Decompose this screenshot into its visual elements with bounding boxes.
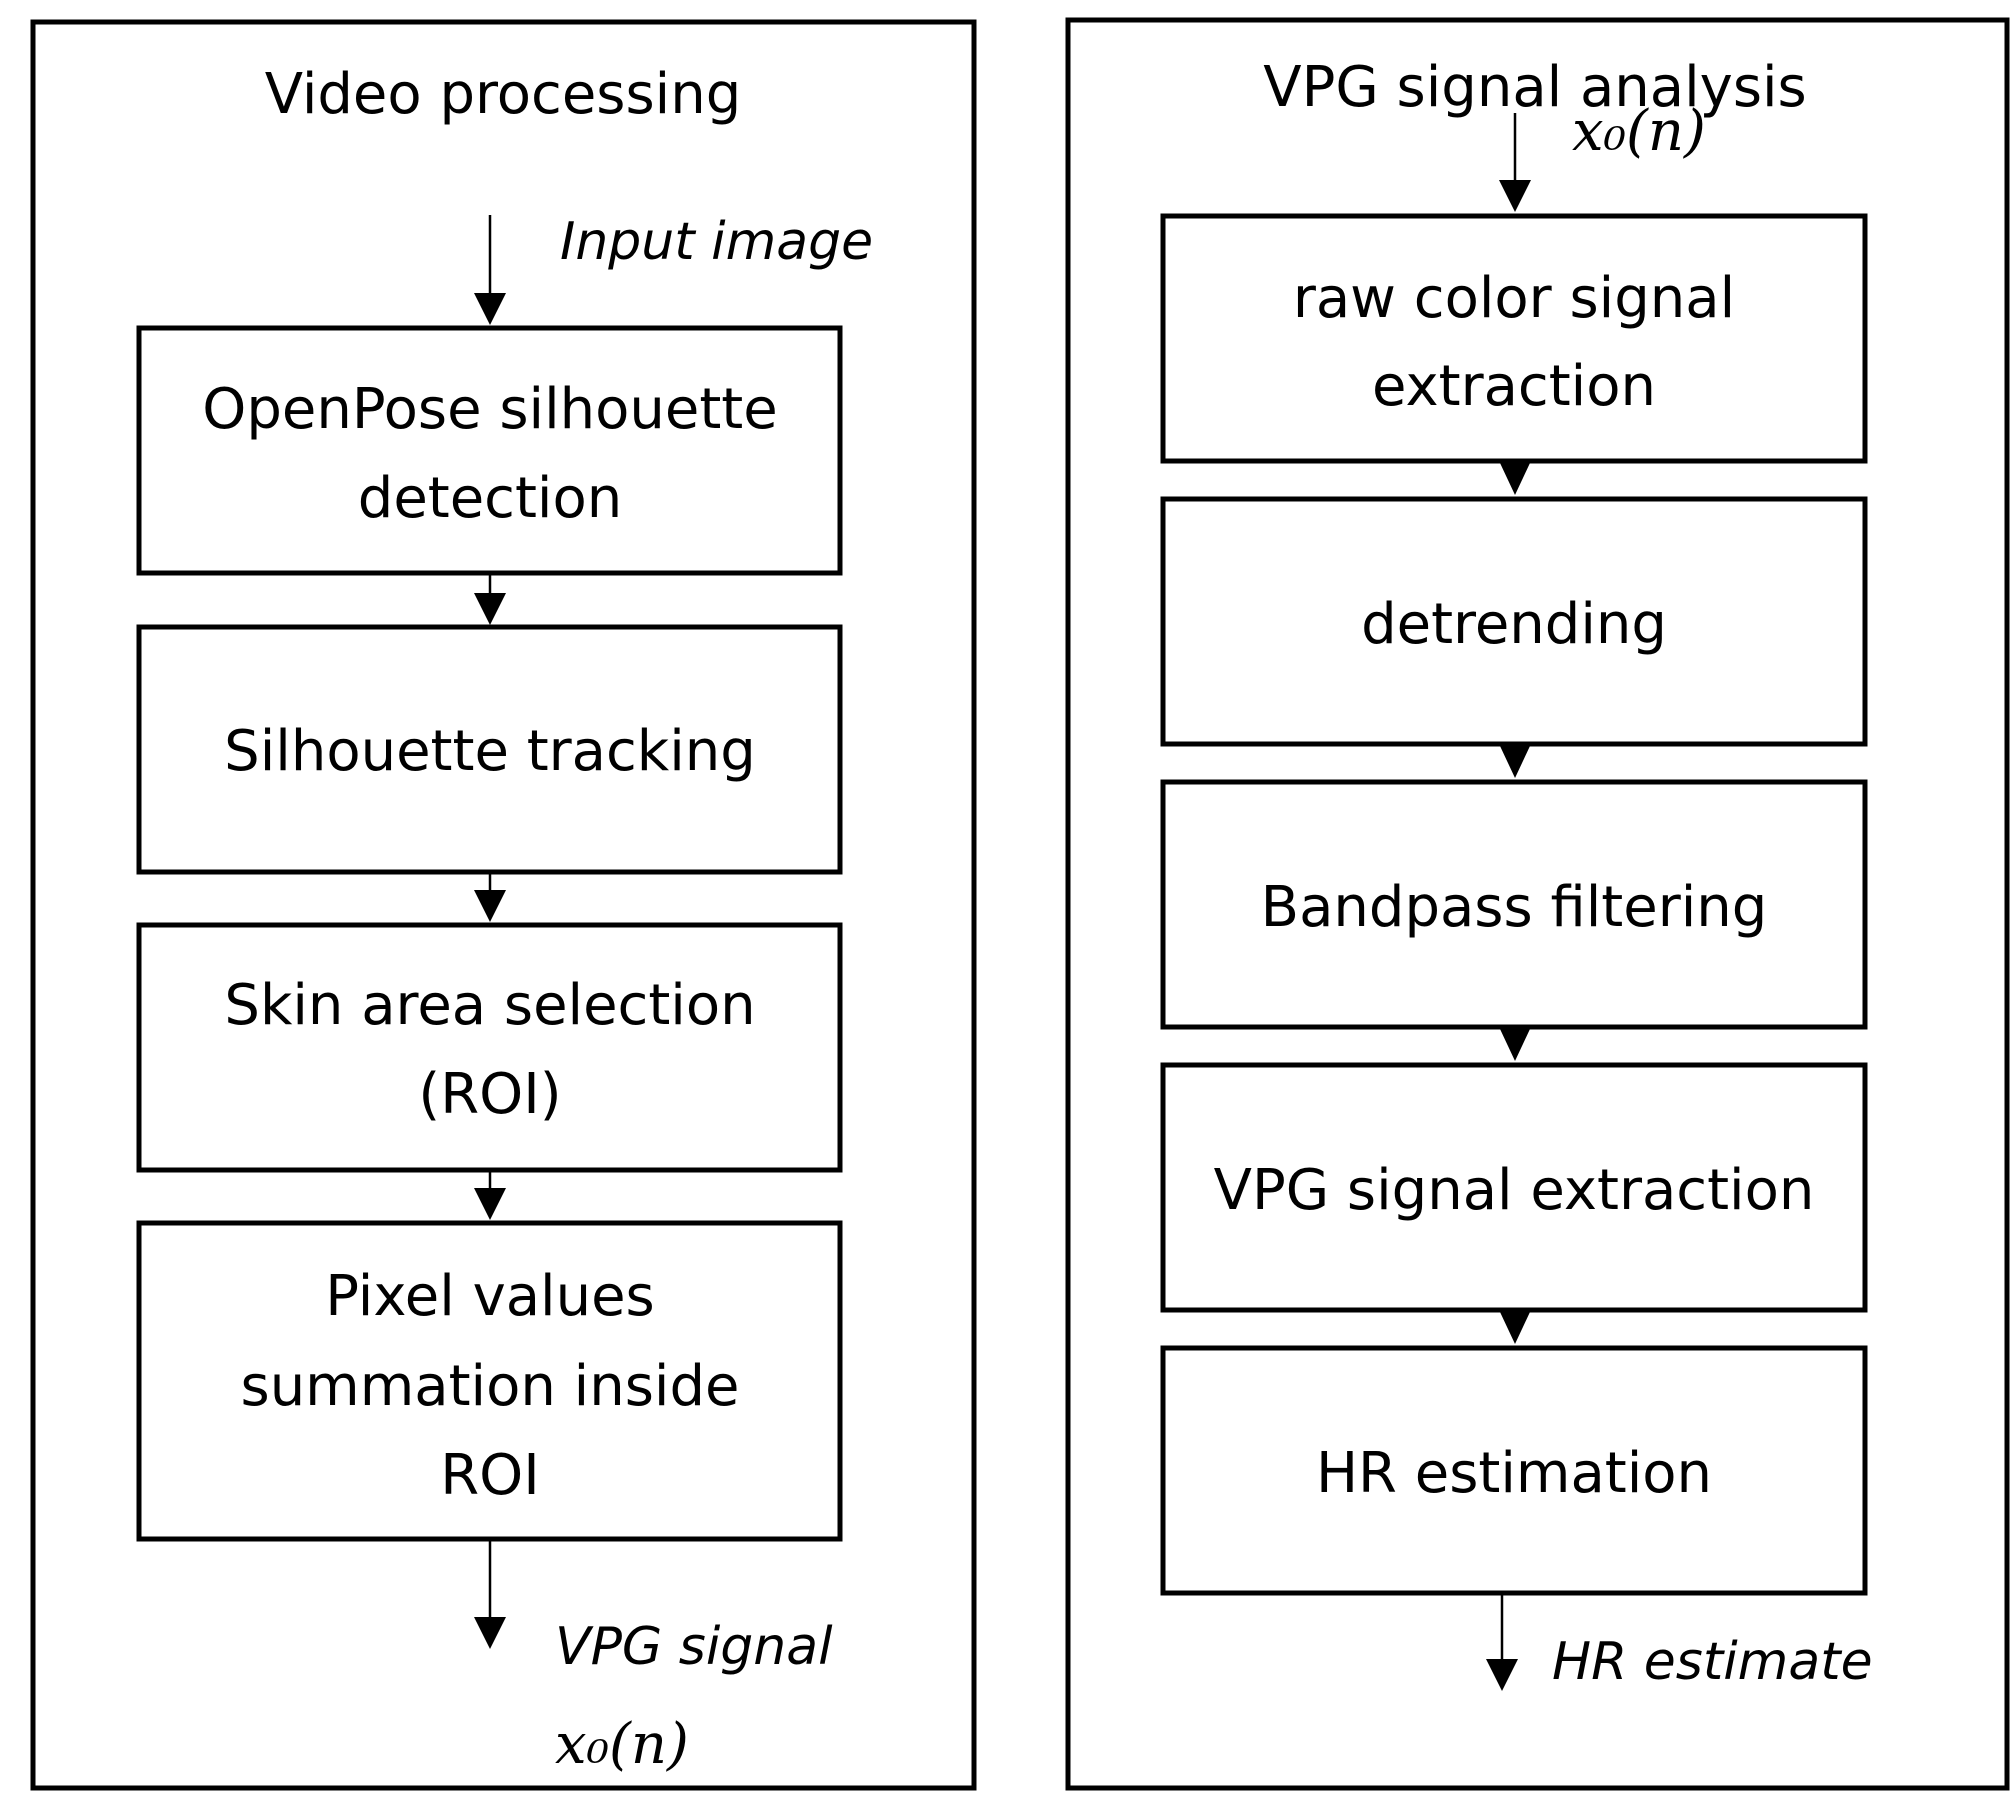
skin-area-selection-line-2: (ROI) xyxy=(418,1062,561,1127)
openpose-detection-line-2: detection xyxy=(358,466,622,531)
pixel-summation-line-2: summation inside xyxy=(241,1354,740,1419)
hr-estimate-output-label: HR estimate xyxy=(1552,1632,1873,1692)
openpose-detection-line-1: OpenPose silhouette xyxy=(202,377,777,442)
arrow-tracking-to-skin xyxy=(474,874,506,922)
vpg-signal-extraction-box: VPG signal extraction xyxy=(1160,1062,1868,1313)
video-processing-frame xyxy=(30,19,977,1791)
arrow-raw-to-detrending xyxy=(1500,463,1530,495)
openpose-detection-box: OpenPose silhouette detection xyxy=(136,325,843,576)
arrow-detection-to-tracking xyxy=(474,575,506,625)
hr-estimation-box: HR estimation xyxy=(1160,1345,1868,1596)
pixel-summation-line-3: ROI xyxy=(440,1443,540,1508)
vpg-signal-output-label: VPG signal xyxy=(555,1617,833,1677)
vpg-signal-extraction-line-1: VPG signal extraction xyxy=(1214,1158,1815,1223)
silhouette-tracking-line-1: Silhouette tracking xyxy=(224,719,756,784)
skin-area-selection-line-1: Skin area selection xyxy=(224,973,755,1038)
vpg-signal-analysis-panel: VPG signal analysis x₀(n) raw color sign… xyxy=(1065,17,2010,1791)
analysis-input-math: x₀(n) xyxy=(1572,99,1706,164)
hr-estimate-output-arrow xyxy=(1486,1595,1518,1691)
vpg-signal-analysis-frame xyxy=(1065,17,2010,1791)
input-image-label: Input image xyxy=(560,212,873,272)
arrow-vpg-extraction-to-hr xyxy=(1500,1312,1530,1344)
raw-color-extraction-line-2: extraction xyxy=(1372,354,1656,419)
arrow-skin-to-summation xyxy=(474,1172,506,1220)
vpg-signal-output-math: x₀(n) xyxy=(555,1712,689,1777)
hr-estimation-line-1: HR estimation xyxy=(1316,1441,1712,1506)
video-processing-panel: Video processing Input image OpenPose si… xyxy=(30,19,977,1791)
pixel-summation-line-1: Pixel values xyxy=(325,1264,654,1329)
video-processing-title: Video processing xyxy=(265,62,742,127)
silhouette-tracking-box: Silhouette tracking xyxy=(136,624,843,875)
skin-area-selection-box: Skin area selection (ROI) xyxy=(136,922,843,1173)
analysis-input-arrow xyxy=(1499,113,1531,212)
vpg-signal-output-arrow xyxy=(474,1541,506,1649)
arrow-bandpass-to-vpg-extraction xyxy=(1500,1029,1530,1061)
bandpass-filtering-line-1: Bandpass filtering xyxy=(1261,875,1768,940)
detrending-line-1: detrending xyxy=(1361,592,1667,657)
bandpass-filtering-box: Bandpass filtering xyxy=(1160,779,1868,1030)
input-image-arrow xyxy=(474,215,506,325)
pixel-summation-box: Pixel values summation inside ROI xyxy=(136,1220,843,1542)
raw-color-extraction-box: raw color signal extraction xyxy=(1160,213,1868,464)
raw-color-extraction-line-1: raw color signal xyxy=(1293,266,1735,331)
arrow-detrending-to-bandpass xyxy=(1500,746,1530,778)
vpg-signal-analysis-title: VPG signal analysis xyxy=(1263,55,1806,120)
detrending-box: detrending xyxy=(1160,496,1868,747)
